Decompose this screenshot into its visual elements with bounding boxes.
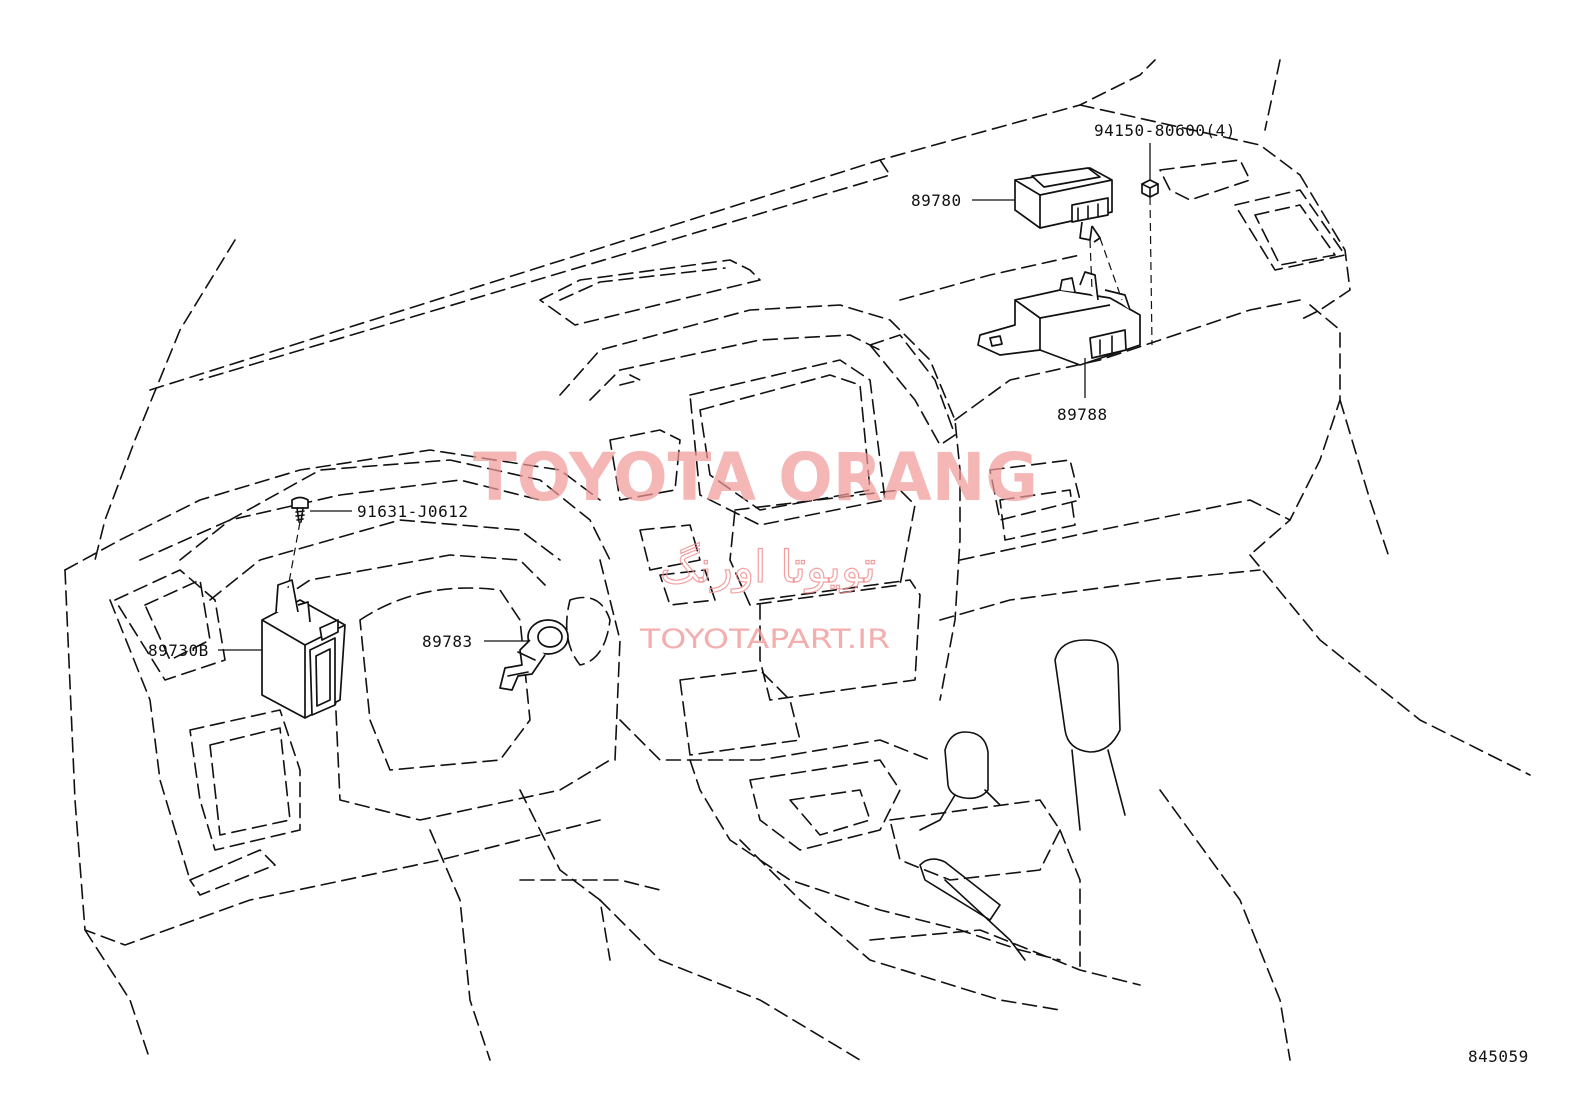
part-label-94150-80600: 94150-80600(4): [1094, 121, 1236, 140]
part-label-89730B: 89730B: [148, 641, 209, 660]
watermark-brand-farsi: تویوتا اورنگ: [660, 542, 876, 593]
part-label-89783: 89783: [422, 632, 473, 651]
figure-number: 845059: [1468, 1047, 1529, 1066]
part-label-89780: 89780: [911, 191, 962, 210]
part-89788-drawing: [977, 271, 1141, 366]
watermark: TOYOTA ORANG تویوتا اورنگ TOYOTAPART.IR: [473, 439, 1038, 655]
watermark-brand-latin: TOYOTA ORANG: [473, 439, 1038, 516]
leader-lines: [218, 143, 1153, 651]
part-94150-80600-drawing: [1141, 179, 1159, 198]
part-89730B-drawing: [261, 579, 346, 719]
part-labels: 94150-80600(4) 89780 89788 91631-J0612 8…: [148, 121, 1529, 1066]
part-89783-drawing: [499, 619, 569, 691]
dashboard-outline: [64, 59, 1531, 1061]
part-label-89788: 89788: [1057, 405, 1108, 424]
part-label-91631-J0612: 91631-J0612: [357, 502, 468, 521]
shift-lever-drawing: [919, 639, 1126, 961]
part-91631-J0612-drawing: [291, 496, 309, 523]
watermark-site: TOYOTAPART.IR: [639, 624, 890, 655]
part-89780-drawing: [1014, 167, 1113, 243]
